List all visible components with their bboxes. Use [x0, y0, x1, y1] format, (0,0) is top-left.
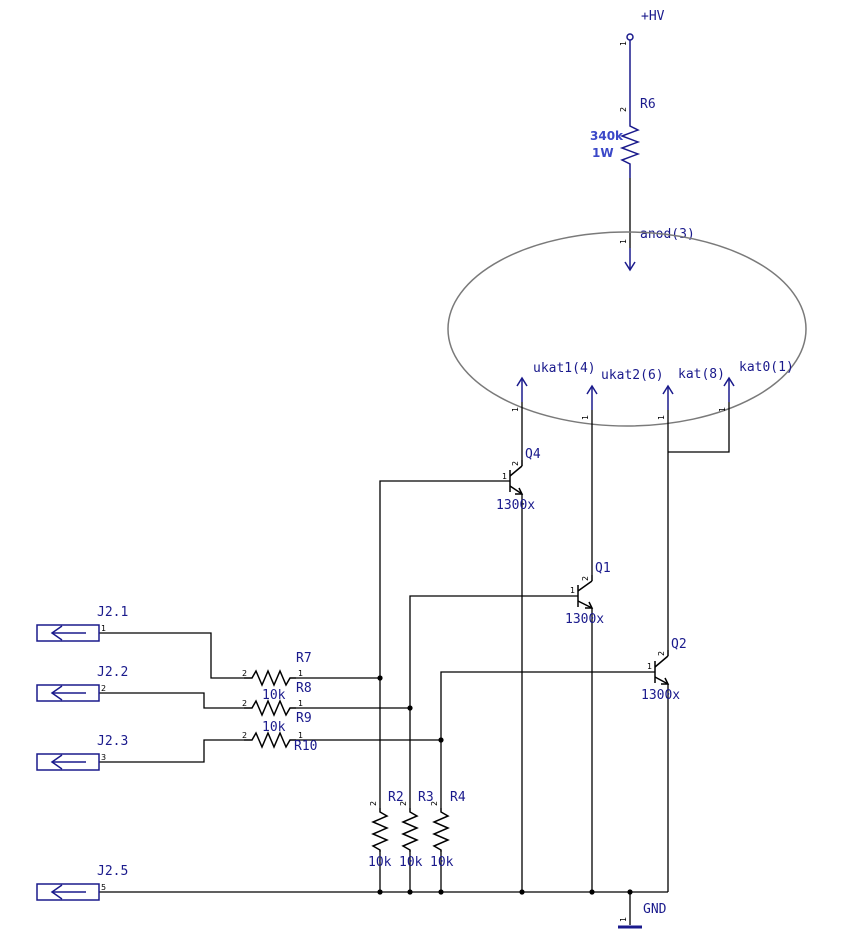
- resistor-r4: 2 R4 10k: [430, 790, 466, 870]
- r6-ref: R6: [640, 97, 656, 112]
- pin-number: 2: [581, 576, 590, 581]
- resistor-r6: 2 R6 340k 1W: [590, 97, 656, 248]
- wiring: [99, 402, 730, 925]
- tube-envelope: [447, 231, 807, 427]
- r2-value: 10k: [368, 855, 392, 870]
- tube-pin-kat: kat(8): [678, 367, 725, 382]
- transistor-q2: 2 1 Q2 1300x: [641, 637, 687, 703]
- pin-number: 1: [647, 662, 652, 671]
- resistor-r4-symbol: [432, 808, 450, 852]
- resistor-r8: 2 1 R8 10k: [242, 681, 312, 735]
- r2-ref: R2: [388, 790, 404, 805]
- arrow-down-icon: [624, 261, 636, 272]
- pin-number: 1: [657, 415, 666, 420]
- arrow-up-icon: [662, 384, 674, 395]
- pin-number: 1: [619, 41, 628, 46]
- pin-number: 1: [511, 407, 520, 412]
- ground-symbol: 1 GND: [618, 902, 667, 929]
- hv-label: +HV: [641, 9, 665, 24]
- pin-number: 2: [619, 107, 628, 112]
- pin-number: 2: [242, 731, 247, 740]
- r8-ref: R8: [296, 681, 312, 696]
- q4-part: 1300x: [496, 498, 535, 513]
- transistor-q4: 2 1 Q4 1300x: [496, 447, 541, 513]
- arrow-up-icon: [516, 376, 528, 387]
- tube-pin-ukat1: ukat1(4): [533, 361, 596, 376]
- tube-pin-ukat2-terminal: 1: [581, 384, 598, 420]
- r6-value: 340k: [590, 129, 624, 143]
- pin-number: 3: [101, 753, 106, 762]
- transistor-q1: 2 1 Q1 1300x: [565, 561, 611, 627]
- r9-ref: R9: [296, 711, 312, 726]
- q2-ref: Q2: [671, 637, 687, 652]
- emitter-arrow-icon: [585, 601, 594, 609]
- pin-number: 2: [242, 699, 247, 708]
- resistor-r9-symbol: [244, 731, 296, 749]
- resistor-r7: 2 1 R7 10k: [242, 651, 312, 703]
- q1-part: 1300x: [565, 612, 604, 627]
- pin-number: 1: [298, 699, 303, 708]
- pin-number: 2: [369, 801, 378, 806]
- connector-label: J2.5: [97, 864, 128, 879]
- pin-number: 2: [399, 801, 408, 806]
- gnd-label: GND: [643, 902, 667, 917]
- connector-label: J2.2: [97, 665, 128, 680]
- connector-j2-2: J2.2 2: [36, 665, 128, 702]
- pin-number: 1: [298, 669, 303, 678]
- tube-pin-ukat2: ukat2(6): [601, 368, 664, 383]
- connector-label: J2.1: [97, 605, 128, 620]
- connector-j2-1: J2.1 1: [36, 605, 128, 642]
- pin-number: 2: [657, 651, 666, 656]
- pin-number: 1: [298, 731, 303, 740]
- hv-supply: +HV 1: [619, 9, 665, 118]
- r7-value: 10k: [262, 688, 286, 703]
- r3-ref: R3: [418, 790, 434, 805]
- pin-number: 2: [430, 801, 439, 806]
- r7-ref: R7: [296, 651, 312, 666]
- hv-terminal: [626, 33, 634, 41]
- emitter-arrow-icon: [661, 677, 670, 685]
- pin-number: 1: [570, 586, 575, 595]
- pin-number: 1: [581, 415, 590, 420]
- resistor-r8-symbol: [244, 699, 296, 717]
- resistor-r7-symbol: [244, 669, 296, 687]
- resistor-r6-symbol: [619, 118, 641, 178]
- q2-part: 1300x: [641, 688, 680, 703]
- pin-number: 2: [511, 461, 520, 466]
- arrow-up-icon: [723, 376, 735, 387]
- r3-value: 10k: [399, 855, 423, 870]
- pin-number: 1: [619, 917, 628, 922]
- emitter-arrow-icon: [515, 487, 524, 495]
- pin-number: 2: [242, 669, 247, 678]
- tube-pin-ukat1-terminal: 1: [511, 376, 528, 412]
- r10-ref: R10: [294, 739, 317, 754]
- tube-pin-kat0: kat0(1): [739, 360, 794, 375]
- r8-value: 10k: [262, 720, 286, 735]
- resistor-r9: 2 1 R9 R10: [242, 711, 317, 754]
- resistor-r2-symbol: [371, 808, 389, 852]
- tube-pin-kat-terminal: 1: [657, 384, 674, 420]
- resistor-r3: 2 R3 10k: [399, 790, 434, 870]
- r6-power: 1W: [592, 146, 614, 160]
- connector-j2-3: J2.3 3: [36, 734, 128, 771]
- pin-number: 1: [502, 472, 507, 481]
- pin-number: 5: [101, 883, 106, 892]
- r4-value: 10k: [430, 855, 454, 870]
- r4-ref: R4: [450, 790, 466, 805]
- resistor-r3-symbol: [401, 808, 419, 852]
- pin-number: 2: [101, 684, 106, 693]
- q1-ref: Q1: [595, 561, 611, 576]
- q4-ref: Q4: [525, 447, 541, 462]
- resistor-r2: 2 R2 10k: [368, 790, 404, 870]
- pin-number: 1: [619, 239, 628, 244]
- connector-j2-5: J2.5 5: [36, 864, 128, 901]
- pin-number: 1: [718, 407, 727, 412]
- junctions: [377, 675, 633, 895]
- pin-number: 1: [101, 624, 106, 633]
- arrow-up-icon: [586, 384, 598, 395]
- connector-label: J2.3: [97, 734, 128, 749]
- tube-pin-kat0-terminal: 1: [718, 376, 735, 412]
